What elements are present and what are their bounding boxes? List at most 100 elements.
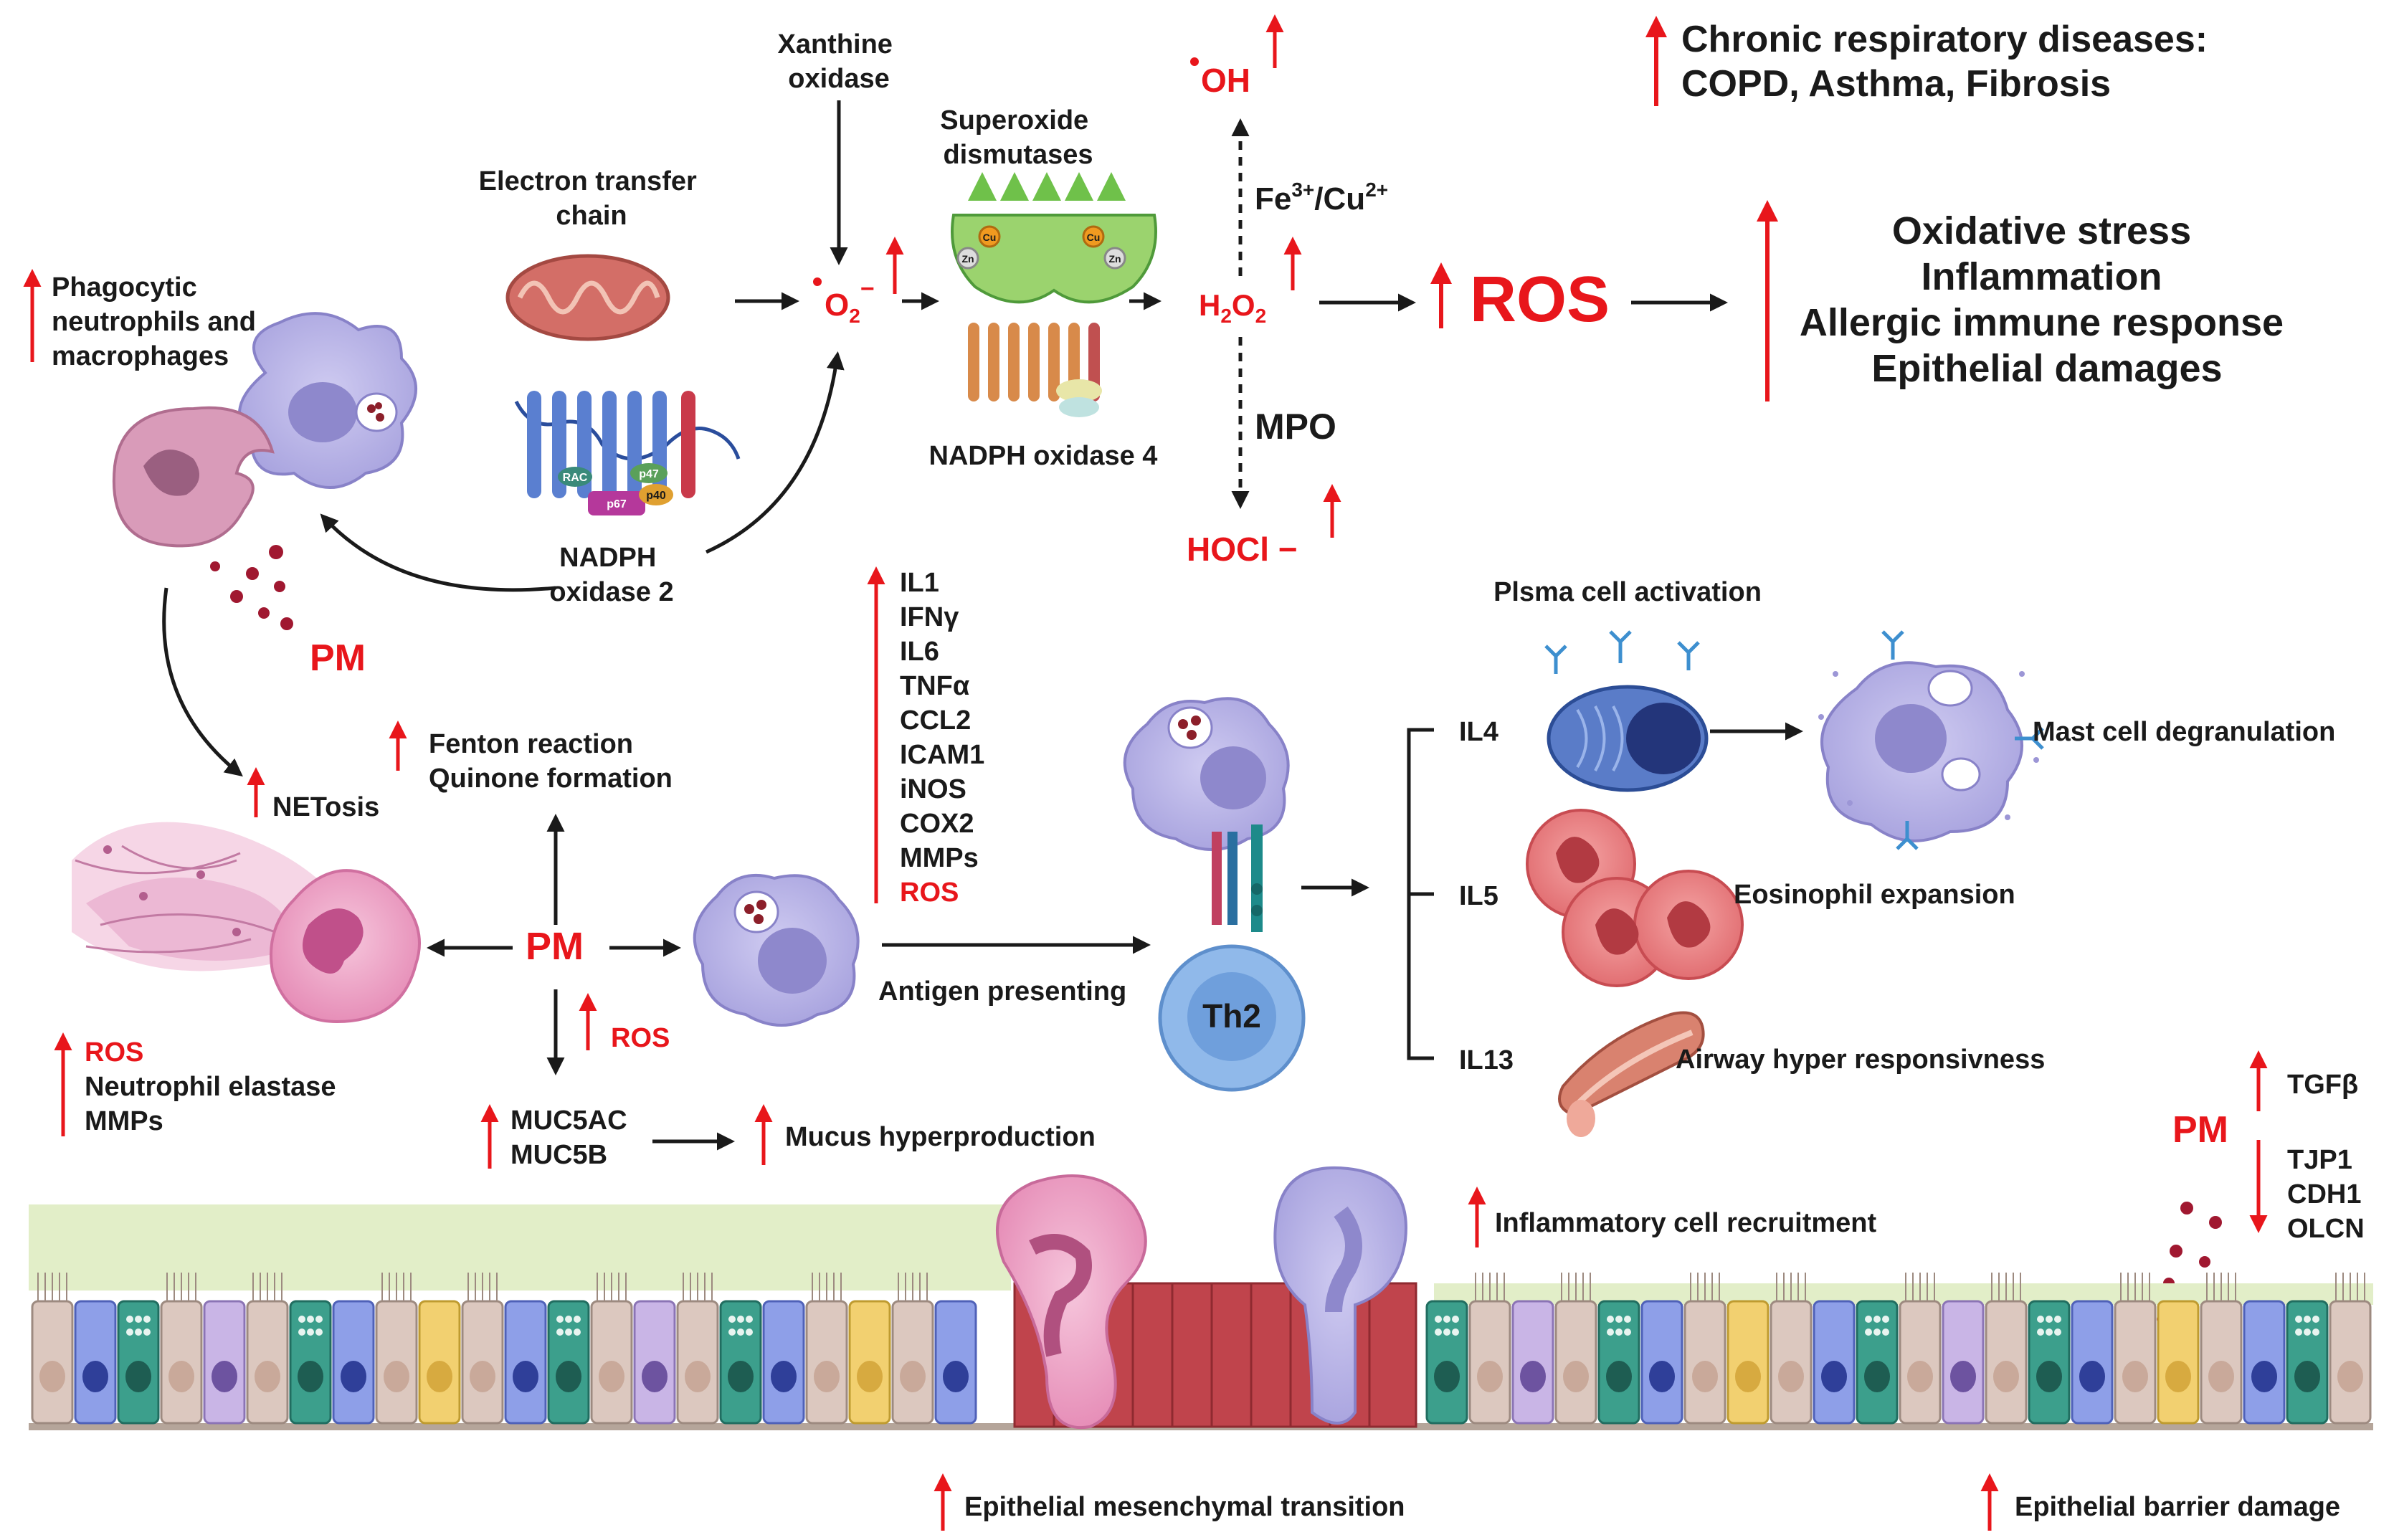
outcomes-list: Oxidative stress Inflammation Allergic i… (1800, 209, 2294, 390)
mucin-granule (1624, 1329, 1631, 1336)
mucin-granule (2037, 1329, 2044, 1336)
nadph-oxidase-2-label: NADPH oxidase 2 (549, 543, 673, 607)
mucin-granule (1873, 1329, 1881, 1336)
nadph-oxidase-4-label: NADPH oxidase 4 (929, 441, 1158, 471)
mucin-granule (135, 1329, 142, 1336)
mucin-granule (556, 1316, 564, 1323)
mucin-granule (135, 1316, 142, 1323)
cell-nucleus (1778, 1361, 1804, 1392)
ros-main-label: ROS (1470, 264, 1610, 336)
right-section: IL4 IL5 IL13 Plsma cell activation Mast … (1407, 577, 2369, 1324)
macrophage-cell-icon (238, 312, 417, 489)
nadph-oxidase-4-icon (968, 323, 1102, 417)
phagocytic-cells-label: Phagocytic neutrophils and macrophages (52, 272, 264, 371)
neutrophil-cell-icon (112, 406, 275, 548)
mucin-granule (1873, 1316, 1881, 1323)
pm-label-center: PM (526, 925, 584, 968)
cell-nucleus (900, 1361, 926, 1392)
zn-label: Zn (961, 253, 974, 265)
junction-proteins-label: TJP1 CDH1 OLCN (2287, 1145, 2369, 1244)
mucin-granule (2304, 1316, 2311, 1323)
eosinophil-expansion-label: Eosinophil expansion (1734, 880, 2015, 910)
mucin-granule (2295, 1316, 2302, 1323)
cell-nucleus (1649, 1361, 1675, 1392)
cell-nucleus (943, 1361, 969, 1392)
mucin-granule (126, 1329, 133, 1336)
nox2-to-superoxide-arrow (705, 351, 845, 554)
cell-nucleus (1993, 1361, 2019, 1392)
mucin-granule (728, 1329, 736, 1336)
svg-text:O2−: O2− (825, 275, 875, 327)
cell-nucleus (556, 1361, 581, 1392)
plasma-cell-activation-label: Plsma cell activation (1493, 577, 1762, 607)
p67-label: p67 (607, 498, 627, 510)
cell-nucleus (2251, 1361, 2277, 1392)
cell-nucleus (2294, 1361, 2320, 1392)
cu-label-2: Cu (1087, 232, 1101, 243)
mucin-granule (1882, 1316, 1889, 1323)
cell-nucleus (2208, 1361, 2234, 1392)
middle-section: IL1 IFNγ IL6 TNFα CCL2 ICAM1 iNOS COX2 M… (693, 566, 1369, 1092)
cell-nucleus (255, 1361, 280, 1392)
airway-hyperresponsiveness-label: Airway hyper responsivness (1676, 1045, 2045, 1075)
metal-ions-label: Fe3+/Cu2+ (1255, 179, 1388, 217)
p47-label: p47 (639, 468, 659, 480)
mucin-granule (307, 1329, 314, 1336)
electron-transfer-chain-label: Electron transfer chain (479, 166, 705, 231)
mucins-label: MUC5AC MUC5B (510, 1106, 635, 1170)
cell-nucleus (599, 1361, 624, 1392)
mucin-granule (2312, 1329, 2319, 1336)
mucin-granule (2046, 1316, 2053, 1323)
pm-label-top: PM (310, 637, 366, 679)
mucin-granule (298, 1329, 305, 1336)
cell-nucleus (513, 1361, 538, 1392)
netosis-label: NETosis (272, 792, 379, 822)
hydroxyl-dot (1190, 57, 1199, 66)
barrier-damage-label: Epithelial barrier damage (2015, 1492, 2340, 1522)
mucin-granule (2295, 1329, 2302, 1336)
hydroxyl-radical: OH (1201, 62, 1250, 99)
superoxide-dismutase-icon: Cu Zn Cu Zn (951, 172, 1157, 304)
cell-nucleus (1606, 1361, 1632, 1392)
cell-nucleus (1735, 1361, 1761, 1392)
cell-nucleus (2337, 1361, 2363, 1392)
mucin-granule (2037, 1316, 2044, 1323)
mucin-granule (315, 1316, 323, 1323)
cell-nucleus (470, 1361, 495, 1392)
cell-nucleus (1864, 1361, 1890, 1392)
il5-label: IL5 (1459, 881, 1498, 911)
cell-nucleus (2122, 1361, 2148, 1392)
plasma-cell-icon (1544, 630, 1709, 792)
chronic-diseases-label: Chronic respiratory diseases: COPD, Asth… (1681, 19, 2218, 105)
hydrogen-peroxide: H2O2 (1199, 288, 1266, 327)
mucin-granule (1882, 1329, 1889, 1336)
cell-nucleus (39, 1361, 65, 1392)
epithelial-cells (31, 1273, 2372, 1425)
airway-epithelium (29, 1166, 2373, 1430)
p40-label: p40 (646, 490, 666, 502)
cell-nucleus (728, 1361, 754, 1392)
fenton-label: Fenton reaction Quinone formation (429, 729, 673, 794)
mucin-granule (2054, 1329, 2061, 1336)
mpo-label: MPO (1255, 407, 1336, 447)
mast-cell-label: Mast cell degranulation (2033, 717, 2335, 747)
neutrophil-products-label: ROS Neutrophil elastase MMPs (85, 1037, 343, 1136)
mucin-granule (1624, 1316, 1631, 1323)
mucin-granule (556, 1329, 564, 1336)
mucin-granule (2054, 1316, 2061, 1323)
mucin-granule (746, 1329, 753, 1336)
mucin-granule (1615, 1316, 1623, 1323)
cell-nucleus (1907, 1361, 1933, 1392)
superoxide-radical: O2− (813, 275, 875, 327)
mucin-granule (737, 1329, 744, 1336)
cell-nucleus (2036, 1361, 2062, 1392)
cell-nucleus (1563, 1361, 1589, 1392)
mucin-granule (574, 1329, 581, 1336)
mucin-granule (1435, 1329, 1442, 1336)
mucin-granule (728, 1316, 736, 1323)
mucin-granule (737, 1316, 744, 1323)
mucin-granule (746, 1316, 753, 1323)
pm-particles-top (210, 545, 293, 630)
cell-nucleus (685, 1361, 711, 1392)
